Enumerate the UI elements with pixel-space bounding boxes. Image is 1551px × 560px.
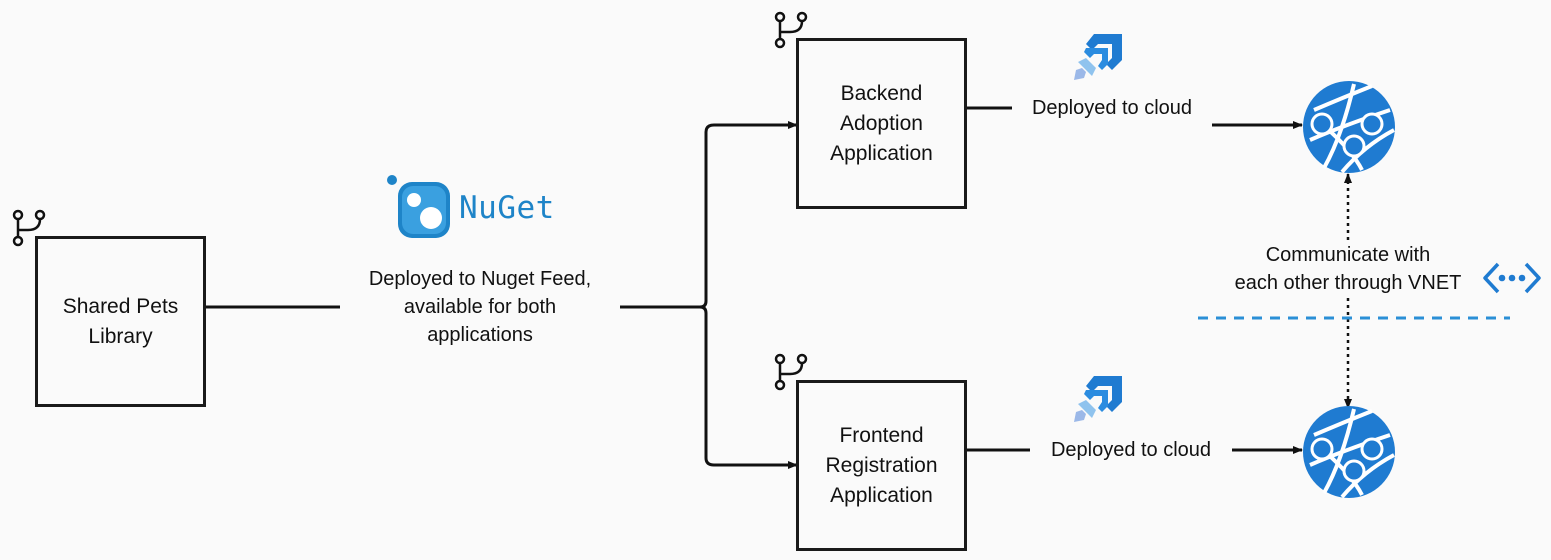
virtual-network-icon xyxy=(1483,262,1541,294)
backend-adoption-app-node: Backend Adoption Application xyxy=(796,38,967,209)
shared-pets-library-node: Shared Pets Library xyxy=(35,236,206,407)
azure-app-service-globe-icon xyxy=(1303,406,1395,499)
nuget-logo-text: NuGet xyxy=(459,190,555,226)
nuget-logo-icon xyxy=(387,175,450,238)
azure-pipelines-rocket-icon xyxy=(1074,34,1122,80)
nuget-to-frontend-connector xyxy=(699,305,798,469)
azure-app-service-globe-icon xyxy=(1303,81,1395,174)
nuget-to-backend-connector xyxy=(617,121,798,309)
frontend-registration-app-node: Frontend Registration Application xyxy=(796,380,967,551)
git-branch-icon xyxy=(12,209,46,247)
azure-pipelines-rocket-icon xyxy=(1074,376,1122,422)
vnet-label: Communicate with each other through VNET xyxy=(1234,244,1462,294)
git-branch-icon xyxy=(774,11,808,49)
frontend-deploy-label: Deployed to cloud xyxy=(1030,436,1232,464)
shared-pets-library-label: Shared Pets Library xyxy=(62,294,179,348)
git-branch-icon xyxy=(774,353,808,391)
backend-app-label: Backend Adoption Application xyxy=(830,81,933,165)
nuget-feed-label: Deployed to Nuget Feed, available for bo… xyxy=(340,265,620,349)
frontend-app-label: Frontend Registration Application xyxy=(825,423,938,507)
backend-deploy-label: Deployed to cloud xyxy=(1012,94,1212,122)
